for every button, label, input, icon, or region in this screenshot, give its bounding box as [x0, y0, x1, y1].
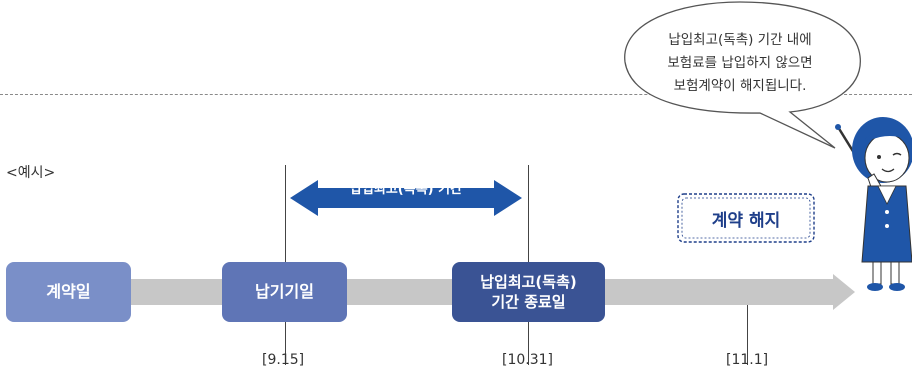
due-date-box: 납기기일 [222, 262, 347, 322]
speech-bubble-text: 납입최고(독촉) 기간 내에 보험료를 납입하지 않으면 보험계약이 해지됩니다… [630, 29, 850, 98]
grace-end-label-line-2: 기간 종료일 [491, 293, 566, 311]
date-label-grace-end: [10.31] [502, 352, 554, 368]
grace-end-box: 납입최고(독촉) 기간 종료일 [452, 262, 605, 322]
dashed-divider [0, 94, 912, 95]
cancellation-label: 계약 해지 [711, 211, 781, 231]
timeline-arrowhead [833, 274, 855, 310]
speech-line-1: 납입최고(독촉) 기간 내에 [668, 32, 812, 48]
speech-line-3: 보험계약이 해지됩니다. [673, 78, 807, 94]
date-label-cancel: [11.1] [726, 352, 769, 368]
cancellation-badge [677, 193, 815, 243]
contract-date-label: 계약일 [46, 282, 91, 302]
grace-period-label: 납입최고(독촉) 기간 [349, 182, 463, 197]
date-label-due: [9.15] [262, 352, 305, 368]
cancel-date-marker-line [747, 290, 748, 365]
grace-end-label-line-1: 납입최고(독촉) [480, 272, 577, 291]
contract-date-box: 계약일 [6, 262, 131, 322]
example-label: <예시> [6, 165, 56, 181]
due-date-label: 납기기일 [255, 282, 314, 302]
speech-line-2: 보험료를 납입하지 않으면 [667, 55, 813, 71]
